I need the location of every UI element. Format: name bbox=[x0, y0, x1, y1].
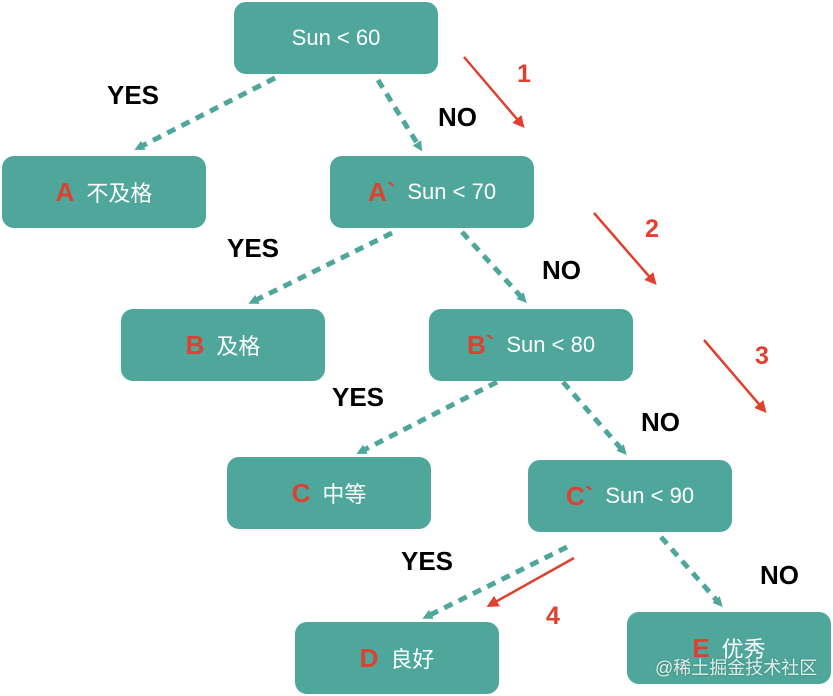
edge-root-to-a-prime bbox=[375, 78, 423, 152]
node-a-fail: A 不及格 bbox=[2, 156, 206, 228]
edge-a-prime-to-b bbox=[248, 230, 394, 305]
node-b-prime-sun-lt-80: B` Sun < 80 bbox=[429, 309, 633, 381]
step-label-3: 3 bbox=[755, 342, 769, 370]
step-label-1: 1 bbox=[517, 60, 531, 88]
node-result: 优秀 bbox=[721, 637, 766, 662]
step-arrow-4 bbox=[486, 556, 575, 607]
node-letter: C` bbox=[565, 480, 594, 511]
edge-label-no-4: NO bbox=[760, 560, 799, 590]
node-letter: D bbox=[359, 642, 379, 673]
edge-a-prime-to-b-prime bbox=[460, 230, 527, 303]
step-label-4: 4 bbox=[546, 602, 560, 630]
node-condition: Sun < 90 bbox=[605, 483, 695, 508]
node-letter: B` bbox=[466, 329, 495, 360]
edge-label-no-1: NO bbox=[438, 102, 477, 132]
step-arrow-1 bbox=[463, 56, 525, 129]
node-a-prime-sun-lt-70: A` Sun < 70 bbox=[330, 156, 534, 228]
node-result: 及格 bbox=[216, 334, 261, 359]
node-c-prime-sun-lt-90: C` Sun < 90 bbox=[528, 460, 732, 532]
step-arrow-2 bbox=[593, 212, 657, 286]
node-result: 不及格 bbox=[86, 181, 153, 206]
node-condition: Sun < 70 bbox=[407, 179, 497, 204]
edge-label-yes-2: YES bbox=[227, 233, 280, 263]
node-b-pass: B 及格 bbox=[121, 309, 325, 381]
edge-root-to-a bbox=[134, 75, 277, 151]
node-d-good: D 良好 bbox=[295, 622, 499, 694]
edge-label-yes-4: YES bbox=[401, 546, 454, 576]
edge-c-prime-to-e bbox=[659, 535, 723, 608]
edge-label-no-2: NO bbox=[542, 255, 581, 285]
node-condition: Sun < 60 bbox=[291, 25, 381, 50]
edge-b-prime-to-c bbox=[356, 379, 499, 455]
node-letter: A bbox=[55, 176, 75, 207]
step-arrow-3 bbox=[703, 339, 767, 414]
edge-label-no-3: NO bbox=[641, 407, 680, 437]
node-condition: Sun < 80 bbox=[506, 332, 596, 357]
node-letter: E bbox=[692, 632, 710, 663]
node-c-medium: C 中等 bbox=[227, 457, 431, 529]
node-e-excellent: E 优秀 bbox=[627, 612, 831, 684]
node-root-sun-lt-60: Sun < 60 bbox=[234, 2, 438, 74]
node-letter: C bbox=[291, 477, 311, 508]
node-letter: B bbox=[185, 329, 205, 360]
edge-label-yes-3: YES bbox=[332, 382, 385, 412]
edge-label-yes-1: YES bbox=[107, 80, 160, 110]
node-result: 中等 bbox=[322, 482, 367, 507]
node-result: 良好 bbox=[390, 647, 435, 672]
step-label-2: 2 bbox=[645, 215, 659, 243]
node-letter: A` bbox=[367, 176, 396, 207]
edge-c-prime-to-d bbox=[422, 544, 569, 620]
edge-b-prime-to-c-prime bbox=[561, 380, 627, 456]
watermark-text: @稀土掘金技术社区 bbox=[655, 658, 818, 678]
